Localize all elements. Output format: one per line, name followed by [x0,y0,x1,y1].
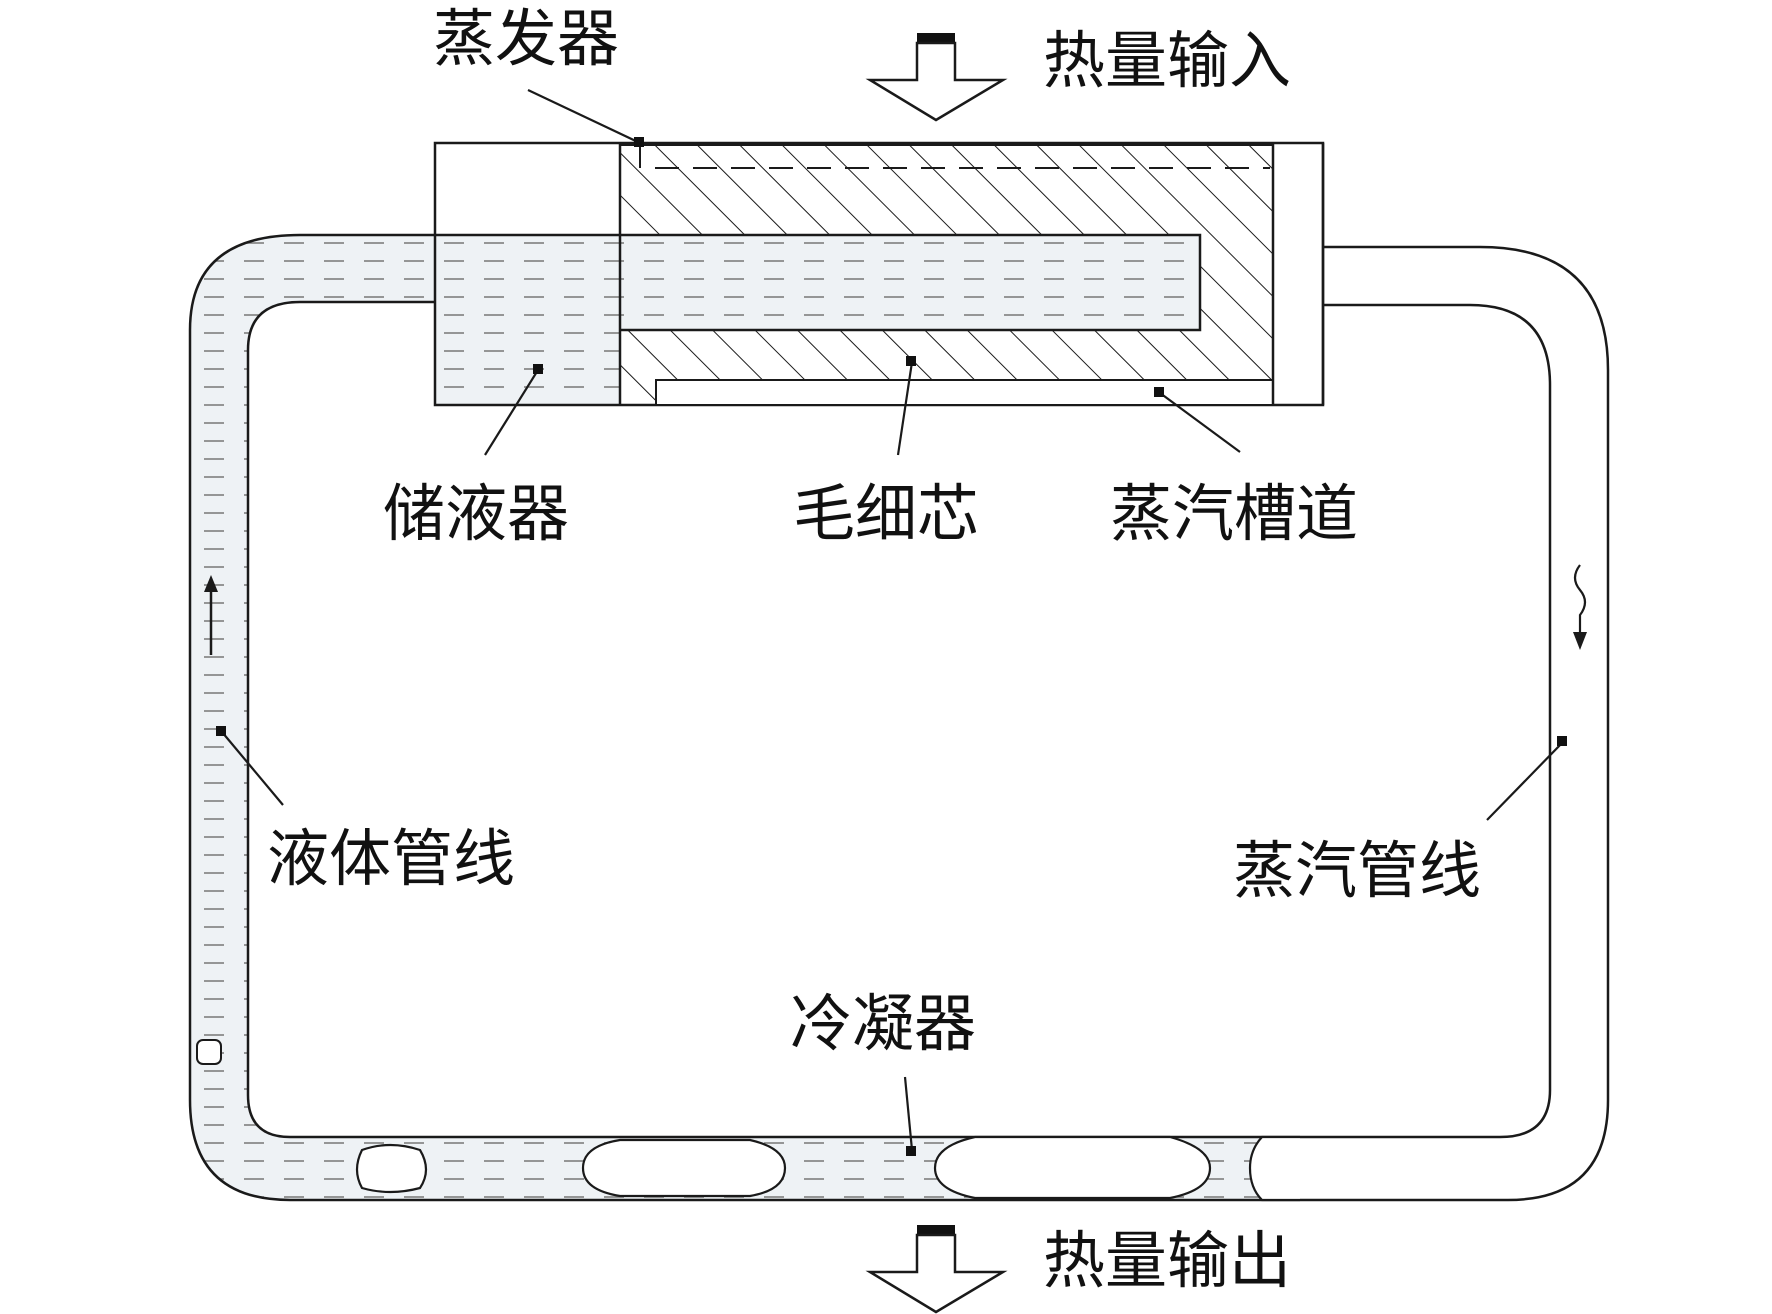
liquid-line-pipe [188,233,1290,1202]
reservoir-label: 储液器 [383,477,569,550]
vapor-line-pipe [1290,245,1610,1202]
heat-output-label: 热量输出 [1043,1224,1291,1297]
liquid-line-label: 液体管线 [267,822,515,895]
heat-input-arrow-icon [865,33,1008,122]
vapor-groove-channel [655,379,1274,406]
vapor-groove-label: 蒸汽槽道 [1110,477,1358,550]
heat-output-arrow-icon [865,1225,1008,1314]
vapor-flow-arrow [1573,564,1587,650]
evaporator-label: 蒸发器 [433,2,619,75]
condenser-label: 冷凝器 [790,987,976,1060]
wick-label: 毛细芯 [793,477,979,550]
vapor-line-label: 蒸汽管线 [1233,834,1481,907]
liquid-flow-arrow [204,575,218,655]
condenser-vapor-bubbles [355,1135,1300,1202]
heat-input-label: 热量输入 [1043,24,1291,97]
leader-lines [216,89,1567,1156]
